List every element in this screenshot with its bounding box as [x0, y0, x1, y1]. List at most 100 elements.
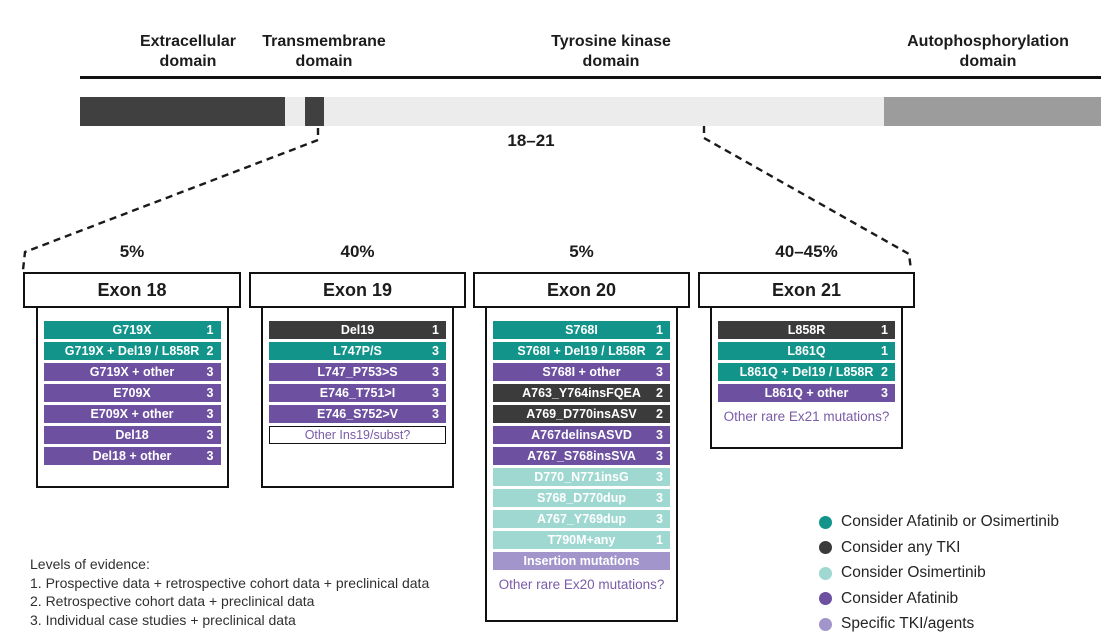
evidence-level: 2: [656, 344, 663, 358]
mutation-label: L861Q + Del19 / L858R: [739, 365, 874, 379]
evidence-level: 2: [656, 407, 663, 421]
legend-item: Consider Osimertinib: [819, 564, 1059, 582]
lavender-dot-icon: [819, 617, 832, 631]
evidence-level: 3: [206, 386, 214, 400]
levels-item-2: 2. Retrospective cohort data + preclinic…: [30, 593, 315, 610]
protein-domain-bar: [80, 97, 1101, 126]
evidence-level: 3: [656, 512, 663, 526]
mutation-label: Del19: [340, 323, 375, 337]
domain-label-line: domain: [295, 53, 353, 70]
evidence-level: 3: [206, 365, 214, 379]
legend-label: Specific TKI/agents: [841, 615, 975, 632]
legend-label: Consider any TKI: [841, 538, 961, 556]
evidence-level: 2: [656, 386, 663, 400]
mutation-row: L747P/S 3: [269, 342, 446, 360]
levels-item-3: 3. Individual case studies + preclinical…: [30, 612, 296, 629]
mutation-label: L861Q + other: [764, 386, 849, 400]
extracellular-domain-label: Extracellular domain: [140, 32, 236, 72]
exon19-header: Exon 19: [249, 272, 466, 308]
legend-item: Specific TKI/agents: [819, 615, 1059, 633]
evidence-level: 3: [206, 449, 214, 463]
levels-item-1: 1. Prospective data + retrospective coho…: [30, 574, 430, 591]
exon20-header: Exon 20: [473, 272, 690, 308]
mutation-label: E709X + other: [90, 407, 174, 421]
evidence-level: 1: [206, 323, 214, 337]
mutation-row: A767_S768insSVA 3: [493, 447, 670, 465]
exon21-frequency: 40–45%: [775, 242, 838, 261]
legend-label: Consider Afatinib or Osimertinib: [841, 513, 1059, 530]
mutation-row: L861Q + Del19 / L858R 2: [718, 363, 895, 381]
evidence-level: 3: [881, 386, 888, 400]
mutation-row: L861Q 1: [718, 342, 895, 360]
exon-region-label: 18–21: [507, 131, 555, 150]
mutation-row: A769_D770insASV 2: [493, 405, 670, 423]
dark-dot-icon: [819, 541, 832, 554]
purple-dot-icon: [819, 592, 832, 605]
evidence-level: 3: [656, 449, 663, 463]
mutation-label: S768_D770dup: [537, 491, 626, 505]
mutation-label: G719X + Del19 / L858R: [64, 344, 200, 358]
evidence-level: 3: [656, 470, 663, 484]
evidence-level: 3: [432, 407, 439, 421]
autophosphorylation-domain-label: Autophosphorylation domain: [907, 32, 1069, 72]
mutation-label: Del18: [115, 428, 149, 442]
mutation-label: S768I + other: [542, 365, 621, 379]
domain-label-line: domain: [159, 53, 217, 70]
mutation-label: L747_P753>S: [317, 365, 398, 379]
mutation-label: A769_D770insASV: [526, 407, 637, 421]
mutation-label: Insertion mutations: [523, 554, 640, 568]
transmembrane-domain-label: Transmembrane domain: [262, 32, 386, 72]
exon20-frequency: 5%: [569, 242, 594, 261]
exon21-question-text: Other rare Ex21 mutations?: [723, 409, 890, 424]
mutation-row: Del19 1: [269, 321, 446, 339]
mutation-row: E709X + other 3: [43, 405, 221, 423]
mutation-label: E709X: [113, 386, 151, 400]
mutation-label: L861Q: [787, 344, 826, 358]
teal-dot-icon: [819, 515, 832, 529]
evidence-level: 1: [881, 344, 888, 358]
legend-label: Consider Osimertinib: [841, 564, 986, 581]
legend-item: Consider any TKI: [819, 539, 1059, 557]
domain-label-line: Autophosphorylation: [907, 33, 1069, 50]
evidence-level: 1: [656, 323, 663, 337]
legend-item: Consider Afatinib or Osimertinib: [819, 513, 1059, 531]
evidence-level: 1: [432, 323, 439, 337]
extracellular-domain-bar: [80, 97, 285, 126]
exon21-header: Exon 21: [698, 272, 915, 308]
evidence-level: 3: [432, 344, 439, 358]
mutation-row: L747_P753>S 3: [269, 363, 446, 381]
levels-title: Levels of evidence:: [30, 556, 150, 572]
mutation-label: S768I: [565, 323, 598, 337]
mutation-label: A767delinsASVD: [531, 428, 632, 442]
mutation-label: D770_N771insG: [534, 470, 629, 484]
domain-label-line: domain: [959, 53, 1017, 70]
mutation-row: S768I 1: [493, 321, 670, 339]
legend-label: Consider Afatinib: [841, 589, 959, 607]
treatment-legend: Consider Afatinib or Osimertinib Conside…: [819, 513, 1059, 633]
exon19-question-box: Other Ins19/subst?: [269, 426, 446, 444]
evidence-level: 3: [206, 407, 214, 421]
mutation-label: A767_S768insSVA: [527, 449, 636, 463]
evidence-level: 3: [432, 365, 439, 379]
mutation-label: L747P/S: [333, 344, 382, 358]
domain-label-line: Extracellular: [139, 33, 237, 50]
domain-gap-bar: [285, 97, 305, 126]
evidence-level: 2: [881, 365, 888, 379]
exon18-frequency: 5%: [119, 242, 145, 261]
domain-label-line: Transmembrane: [262, 33, 386, 50]
